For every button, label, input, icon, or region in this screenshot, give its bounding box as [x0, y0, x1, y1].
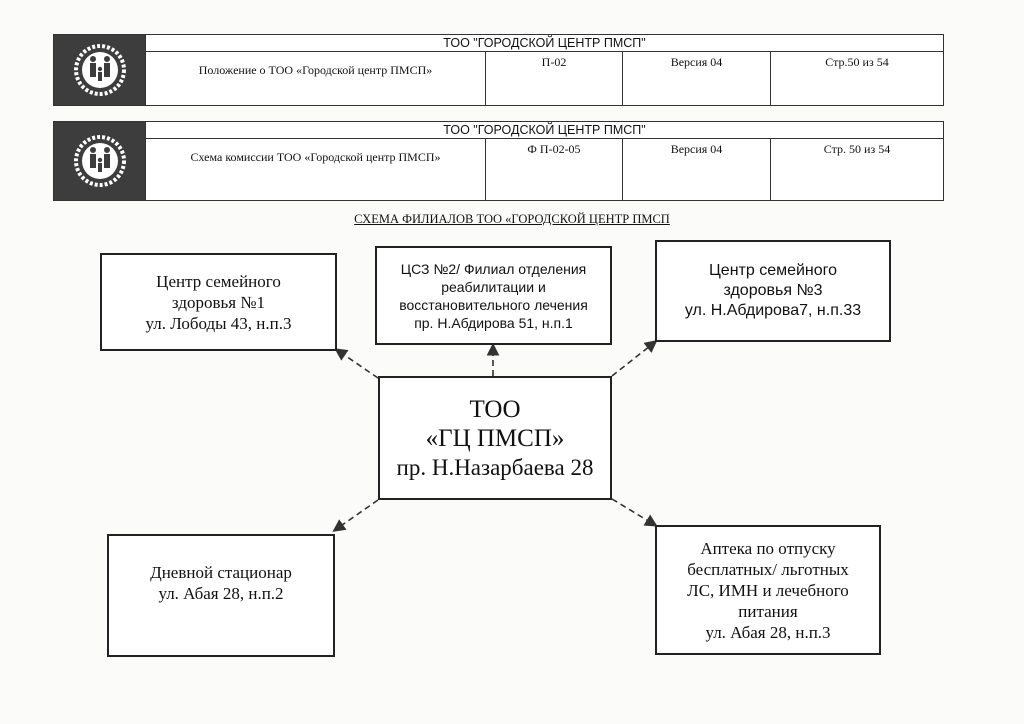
- branch5-line5: ул. Абая 28, н.п.3: [705, 622, 831, 642]
- arrow-to-branch3: [611, 340, 658, 377]
- org-title: ТОО "ГОРОДСКОЙ ЦЕНТР ПМСП": [145, 35, 943, 52]
- branch2-line2: реабилитации и: [441, 278, 546, 295]
- doc-version: Версия 04: [622, 139, 770, 200]
- branch-box-1: Центр семейного здоровья №1 ул. Лободы 4…: [100, 253, 337, 351]
- branch5-line3: ЛС, ИМН и лечебного: [687, 580, 849, 600]
- branch5-line1: Аптека по отпуску: [700, 538, 836, 558]
- branch1-line1: Центр семейного: [156, 271, 281, 291]
- family-logo-icon: [54, 122, 145, 200]
- center-line1: ТОО: [469, 395, 521, 423]
- branch1-line3: ул. Лободы 43, н.п.3: [145, 313, 292, 333]
- arrow-to-branch5: [611, 498, 658, 527]
- diagram-title: СХЕМА ФИЛИАЛОВ ТОО «ГОРОДСКОЙ ЦЕНТР ПМСП: [354, 212, 670, 226]
- branch5-line2: бесплатных/ льготных: [687, 559, 849, 579]
- branch-box-2: ЦСЗ №2/ Филиал отделения реабилитации и …: [375, 246, 612, 345]
- doc-name: Положение о ТОО «Городской центр ПМСП»: [145, 52, 485, 105]
- branch-box-5: Аптека по отпуску бесплатных/ льготных Л…: [655, 525, 881, 655]
- branch-box-4: Дневной стационар ул. Абая 28, н.п.2: [107, 534, 335, 657]
- arrow-to-branch1: [334, 348, 379, 379]
- branch3-line3: ул. Н.Абдирова7, н.п.33: [684, 302, 862, 319]
- branch5-line4: питания: [738, 601, 798, 621]
- branch-box-3: Центр семейного здоровья №3 ул. Н.Абдиро…: [655, 240, 891, 342]
- branch1-line2: здоровья №1: [171, 292, 266, 312]
- doc-page: Стр. 50 из 54: [770, 139, 943, 200]
- branch4-line1: Дневной стационар: [150, 563, 292, 582]
- doc-code: П-02: [485, 52, 622, 105]
- branch2-line3: восстановительного лечения: [399, 296, 588, 313]
- org-title: ТОО "ГОРОДСКОЙ ЦЕНТР ПМСП": [145, 122, 943, 139]
- center-line2: «ГЦ ПМСП»: [425, 424, 565, 452]
- branch3-line2: здоровья №3: [723, 282, 823, 299]
- doc-page: Стр.50 из 54: [770, 52, 943, 105]
- center-line3: пр. Н.Назарбаева 28: [396, 454, 594, 480]
- doc-version: Версия 04: [622, 52, 770, 105]
- document-header-1: ТОО "ГОРОДСКОЙ ЦЕНТР ПМСП" Положение о Т…: [53, 34, 944, 106]
- branch2-line1: ЦСЗ №2/ Филиал отделения: [400, 260, 587, 277]
- branch2-line4: пр. Н.Абдирова 51, н.п.1: [414, 314, 573, 331]
- document-header-2: ТОО "ГОРОДСКОЙ ЦЕНТР ПМСП" Схема комисси…: [53, 121, 944, 201]
- branch4-line2: ул. Абая 28, н.п.2: [158, 584, 284, 603]
- center-box: ТОО «ГЦ ПМСП» пр. Н.Назарбаева 28: [378, 376, 612, 500]
- doc-code: Ф П-02-05: [485, 139, 622, 200]
- arrow-to-branch4: [332, 499, 379, 532]
- branch3-line1: Центр семейного: [708, 262, 838, 279]
- doc-name: Схема комиссии ТОО «Городской центр ПМСП…: [145, 139, 485, 200]
- family-logo-icon: [54, 35, 145, 105]
